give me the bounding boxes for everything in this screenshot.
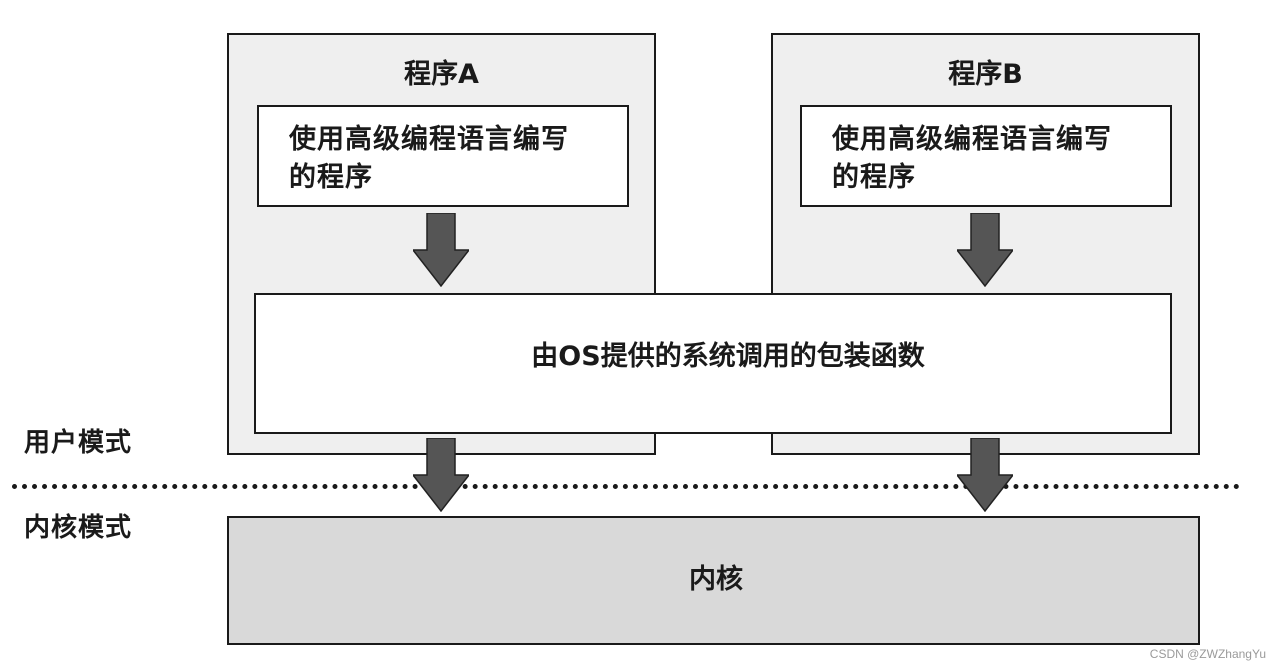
program-b-source-box: 使用高级编程语言编写 的程序 xyxy=(800,105,1172,207)
arrow-down-icon xyxy=(957,213,1013,287)
kernel-label: 内核 xyxy=(689,564,743,595)
program-b-source-line1: 使用高级编程语言编写 xyxy=(832,124,1112,155)
kernel-box: 内核 xyxy=(227,516,1200,645)
program-a-title: 程序A xyxy=(404,59,479,90)
syscall-wrapper-label: 由OS提供的系统调用的包装函数 xyxy=(531,341,925,372)
program-a-source-box: 使用高级编程语言编写 的程序 xyxy=(257,105,629,207)
user-mode-label: 用户模式 xyxy=(24,428,133,458)
program-a-source-line1: 使用高级编程语言编写 xyxy=(289,124,569,155)
arrow-down-icon xyxy=(413,213,469,287)
watermark: CSDN @ZWZhangYu xyxy=(1149,647,1266,661)
arrow-down-icon xyxy=(957,438,1013,512)
program-b-source-line2: 的程序 xyxy=(832,162,916,193)
program-a-source-line2: 的程序 xyxy=(289,162,373,193)
kernel-mode-label: 内核模式 xyxy=(24,513,133,543)
arrow-down-icon xyxy=(413,438,469,512)
program-b-title: 程序B xyxy=(948,59,1023,90)
syscall-wrapper-box: 由OS提供的系统调用的包装函数 xyxy=(254,293,1172,434)
mode-divider xyxy=(12,484,1240,489)
